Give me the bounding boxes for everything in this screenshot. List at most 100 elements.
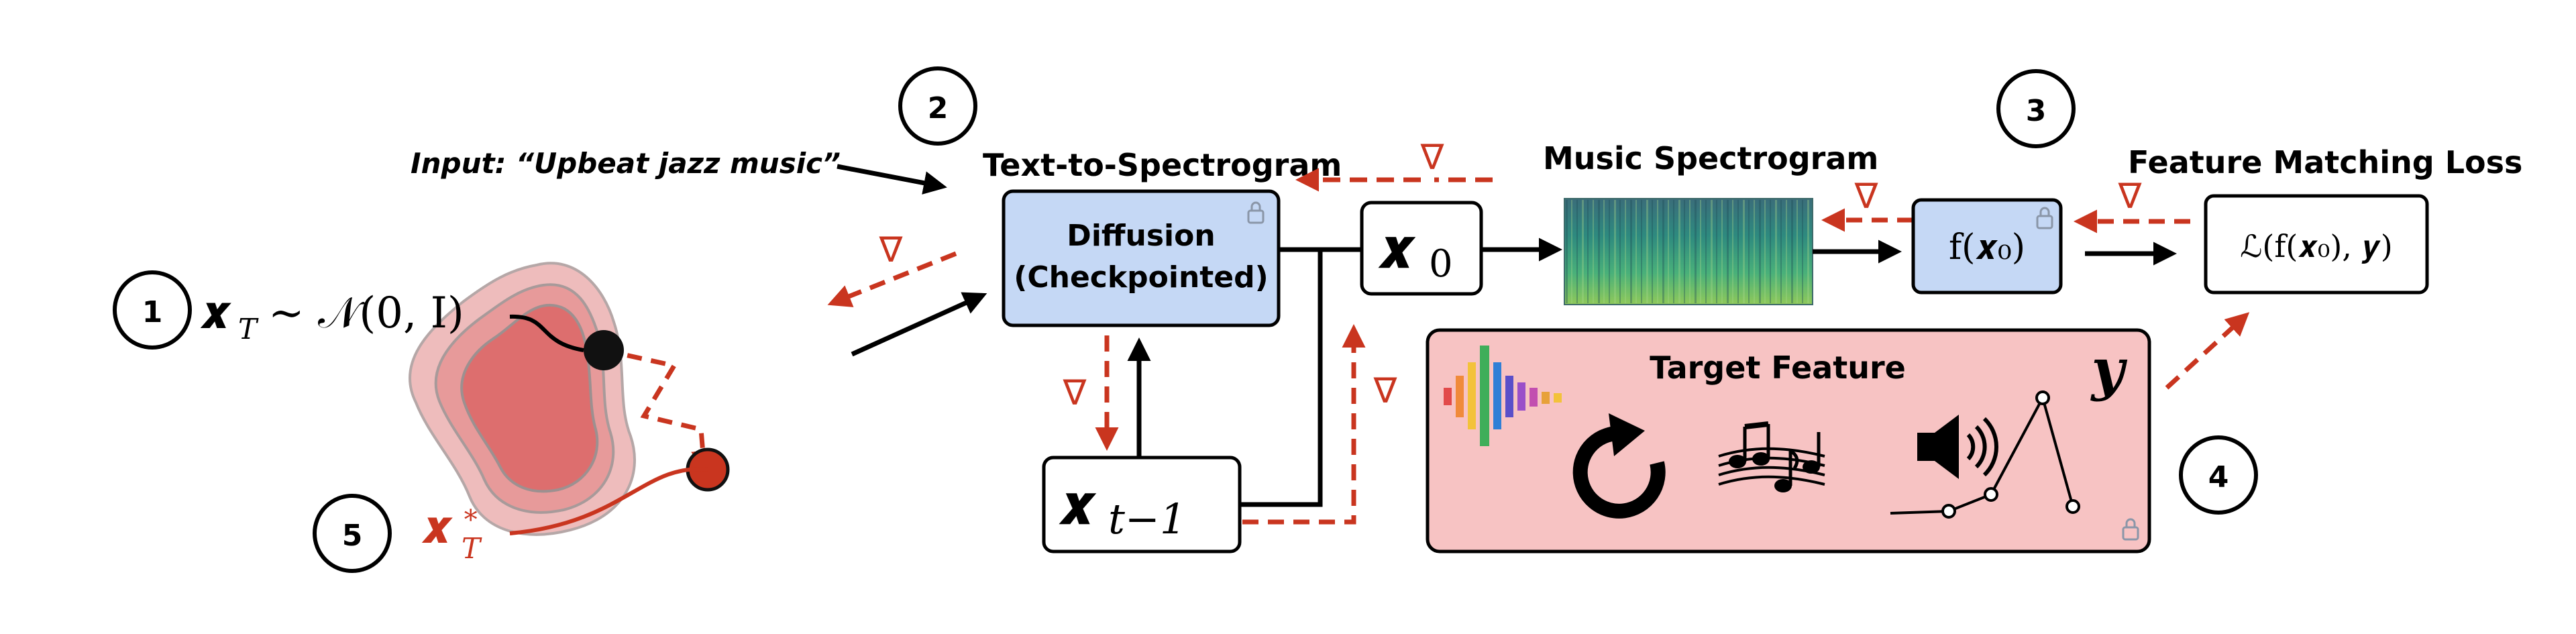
step-circle-4: 4: [2179, 435, 2258, 515]
gradient-to-noise-arrow: [827, 251, 957, 307]
spectrogram-stripe: [1587, 200, 1589, 303]
spectrogram-stripe: [1748, 200, 1750, 303]
spectrogram-stripe: [1721, 200, 1723, 303]
spectrogram-stripe: [1614, 200, 1616, 303]
spectrogram-stripe: [1571, 200, 1572, 303]
music-spectrogram-label: Music Spectrogram: [1543, 140, 1878, 176]
svg-text:t−1: t−1: [1108, 494, 1186, 543]
spectrogram-stripe: [1732, 200, 1733, 303]
spectrogram-stripe: [1646, 200, 1648, 303]
x0-to-xt1-line: [1240, 250, 1323, 507]
gradient-symbol: ∇: [1854, 176, 1878, 217]
spectrogram-stripe: [1705, 200, 1707, 303]
spectrogram-stripe: [1786, 200, 1787, 303]
spectrogram-stripe: [1759, 200, 1761, 303]
optimization-trajectory: [603, 348, 715, 474]
spectrogram-stripe: [1652, 200, 1653, 303]
spectrogram-stripe: [1770, 200, 1771, 303]
step-circle-2: 2: [898, 66, 977, 146]
gradient-symbol: ∇: [1063, 373, 1087, 413]
spectrogram-stripe: [1635, 200, 1637, 303]
spectrogram-stripe: [1775, 200, 1777, 303]
xT-distribution-label: 𝒙 T ∼ 𝒩(0, I): [200, 286, 464, 346]
target-y-label: 𝒚: [2090, 336, 2128, 403]
svg-text:ℒ(f(𝒙₀), 𝒚): ℒ(f(𝒙₀), 𝒚): [2240, 228, 2392, 264]
spectrogram-stripe: [1780, 200, 1782, 303]
input-prompt-label: Input: “Upbeat jazz music”: [411, 147, 841, 180]
line-graph-icon: [1890, 390, 2080, 519]
step-number: 4: [2208, 460, 2229, 494]
svg-text:∗: ∗: [462, 499, 480, 530]
target-to-loss-arrow: [2165, 312, 2250, 390]
spectrogram-stripe: [1609, 200, 1610, 303]
svg-text:f(𝒙₀): f(𝒙₀): [1949, 227, 2025, 268]
x0-box: 𝒙 0: [1360, 201, 1483, 296]
svg-text:0: 0: [1429, 242, 1453, 286]
spectrogram-image: [1564, 198, 1813, 305]
spectrogram-stripe: [1711, 200, 1713, 303]
diffusion-title: Diffusion: [1067, 219, 1215, 253]
gradient-symbol: ∇: [2118, 176, 2142, 217]
step-circle-1: 1: [113, 270, 192, 350]
svg-text:𝒙: 𝒙: [200, 286, 231, 338]
step-number: 5: [342, 519, 363, 553]
diffusion-model-box: Diffusion (Checkpointed): [1002, 189, 1281, 327]
spectrogram-stripe: [1796, 200, 1798, 303]
music-notes-icon: [1718, 421, 1825, 492]
spectrogram-stripe: [1802, 200, 1803, 303]
gradient-symbol: ∇: [879, 230, 903, 270]
spectrogram-stripe: [1582, 200, 1584, 303]
gradient-through-time-arrow: [1242, 324, 1366, 525]
spectrogram-stripe: [1689, 200, 1690, 303]
spectrogram-stripe: [1668, 200, 1669, 303]
spectrogram-stripe: [1684, 200, 1685, 303]
spectrogram-stripe: [1566, 200, 1568, 303]
spectrogram-stripe: [1791, 200, 1793, 303]
feature-extractor-box: f(𝒙₀): [1911, 198, 2063, 295]
spectrogram-stripe: [1727, 200, 1729, 303]
waveform-icon: [1444, 346, 1562, 446]
spectrogram-stripe: [1593, 200, 1594, 303]
start-noise-point: [584, 330, 624, 370]
input-arrow: [837, 164, 947, 195]
spectrogram-stripe: [1695, 200, 1697, 303]
target-feature-label: Target Feature: [1650, 350, 1906, 386]
spectrogram-stripe: [1743, 200, 1745, 303]
spectrogram-stripe: [1764, 200, 1766, 303]
step-circle-3: 3: [1996, 69, 2076, 148]
spectrogram-stripe: [1678, 200, 1680, 303]
svg-text:∼ 𝒩(0, I): ∼ 𝒩(0, I): [268, 288, 464, 338]
step-number: 2: [928, 91, 949, 125]
xstar-leader-line: [509, 467, 708, 535]
spectrogram-stripe: [1662, 200, 1664, 303]
spectrogram-stripe: [1630, 200, 1632, 303]
step-circle-5: 5: [313, 494, 392, 573]
svg-text:𝒙: 𝒙: [421, 500, 453, 553]
loss-box: ℒ(f(𝒙₀), 𝒚): [2204, 194, 2429, 295]
svg-text:𝒙: 𝒙: [1378, 217, 1416, 280]
xT-leader-line: [509, 314, 584, 352]
gradient-symbol: ∇: [1420, 138, 1444, 178]
svg-text:T: T: [238, 313, 259, 346]
spectrogram-stripe: [1641, 200, 1642, 303]
spectrogram-stripe: [1598, 200, 1600, 303]
step-number: 1: [142, 295, 163, 329]
spectrogram-stripe: [1576, 200, 1578, 303]
spectrogram-stripe: [1657, 200, 1658, 303]
svg-text:𝒙: 𝒙: [1059, 473, 1097, 536]
xt-minus-1-box: 𝒙 t−1: [1042, 456, 1242, 553]
spectrogram-stripe: [1619, 200, 1621, 303]
spectrogram-stripe: [1737, 200, 1739, 303]
svg-text:T: T: [462, 532, 482, 565]
spectrogram-stripe: [1673, 200, 1674, 303]
text-to-spectrogram-label: Text-to-Spectrogram: [983, 147, 1342, 183]
noise-to-model-arrow: [851, 292, 987, 357]
latent-space-blob: [408, 262, 636, 536]
spectrogram-stripe: [1700, 200, 1701, 303]
spectrogram-stripe: [1603, 200, 1605, 303]
gradient-symbol: ∇: [1373, 371, 1397, 411]
spectrogram-stripe: [1807, 200, 1809, 303]
diffusion-subtitle: (Checkpointed): [1014, 260, 1269, 295]
